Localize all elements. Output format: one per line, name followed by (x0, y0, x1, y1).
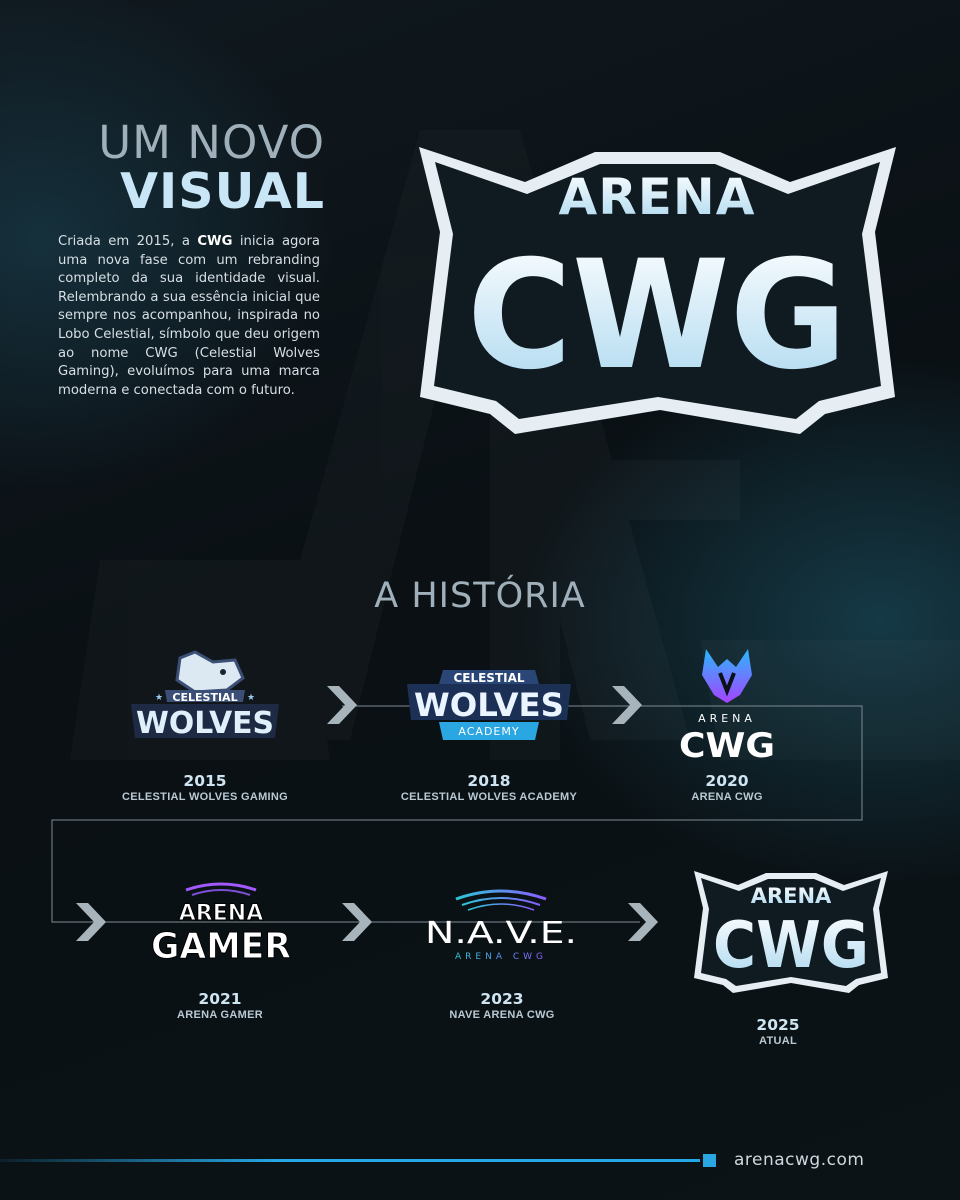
celestial-wolves-gaming-logo: CELESTIAL WOLVES ★ ★ (131, 650, 279, 741)
arena-gamer-logo: ARENA GAMER (151, 882, 292, 966)
logo-2018-main: WOLVES (414, 686, 564, 724)
entry-name: ATUAL (759, 1035, 797, 1047)
hero-logo-line1: ARENA (559, 168, 756, 226)
nave-arena-cwg-logo: N.A.V.E. ARENA CWG (425, 889, 577, 962)
logo-2015-main: WOLVES (136, 706, 274, 741)
intro-text-bold: CWG (197, 234, 233, 249)
entry-year: 2023 (480, 990, 524, 1008)
timeline-entry-2015: 2015 CELESTIAL WOLVES GAMING (85, 772, 325, 804)
footer-accent-line (0, 1159, 700, 1162)
chevron-right-icon (342, 903, 372, 941)
footer-accent-square (703, 1154, 716, 1167)
headline: UM NOVO VISUAL (40, 120, 325, 218)
timeline-entry-2020: 2020 ARENA CWG (645, 772, 809, 804)
intro-paragraph: Criada em 2015, a CWG inicia agora uma n… (58, 233, 320, 400)
logo-2025-top: ARENA (751, 884, 832, 908)
arena-cwg-2020-logo: ARENA CWG (679, 649, 775, 763)
chevron-right-icon (628, 903, 658, 941)
logo-2021-top: ARENA (179, 901, 263, 926)
footer-website-link[interactable]: arenacwg.com (734, 1150, 865, 1170)
entry-name: NAVE ARENA CWG (449, 1009, 555, 1021)
logo-2023-sub: ARENA CWG (455, 952, 547, 962)
logo-2020-top: ARENA (698, 712, 756, 725)
entry-year: 2018 (467, 772, 511, 790)
timeline-entry-2025: 2025 ATUAL (700, 1016, 856, 1048)
celestial-wolves-academy-logo: CELESTIAL WOLVES ACADEMY (407, 670, 571, 740)
logo-2021-main: GAMER (151, 926, 291, 966)
timeline-entry-2023: 2023 NAVE ARENA CWG (402, 990, 602, 1022)
logo-2018-sub: ACADEMY (458, 725, 519, 738)
entry-name: CELESTIAL WOLVES GAMING (122, 791, 288, 803)
hero-logo-line2: CWG (467, 229, 847, 403)
entry-name: ARENA GAMER (176, 1009, 263, 1021)
intro-text-start: Criada em 2015, a (58, 234, 198, 249)
logo-2020-main: CWG (679, 726, 775, 763)
history-title: A HISTÓRIA (374, 576, 586, 616)
logo-2025-main: CWG (713, 909, 869, 983)
entry-year: 2025 (756, 1016, 800, 1034)
arena-cwg-hero-logo: ARENA CWG (419, 147, 896, 434)
entry-year: 2020 (705, 772, 749, 790)
headline-line1: UM NOVO (98, 116, 325, 169)
intro-text-end: inicia agora uma nova fase com um rebran… (58, 234, 320, 398)
timeline-entry-2021: 2021 ARENA GAMER (120, 990, 320, 1022)
logo-2018-top: CELESTIAL (453, 671, 524, 685)
arena-cwg-current-logo: ARENA CWG (694, 871, 888, 993)
entry-year: 2021 (198, 990, 242, 1008)
svg-text:★: ★ (155, 693, 163, 703)
headline-line2: VISUAL (120, 163, 325, 220)
chevron-right-icon (612, 686, 642, 724)
entry-name: CELESTIAL WOLVES ACADEMY (400, 791, 578, 803)
logo-2015-top: CELESTIAL (172, 691, 237, 704)
svg-text:★: ★ (247, 693, 255, 703)
logo-2023-main: N.A.V.E. (425, 916, 577, 951)
entry-year: 2015 (183, 772, 227, 790)
entry-name: ARENA CWG (691, 791, 763, 803)
timeline-entry-2018: 2018 CELESTIAL WOLVES ACADEMY (368, 772, 610, 804)
chevron-right-icon (327, 686, 357, 724)
chevron-right-icon (76, 903, 106, 941)
